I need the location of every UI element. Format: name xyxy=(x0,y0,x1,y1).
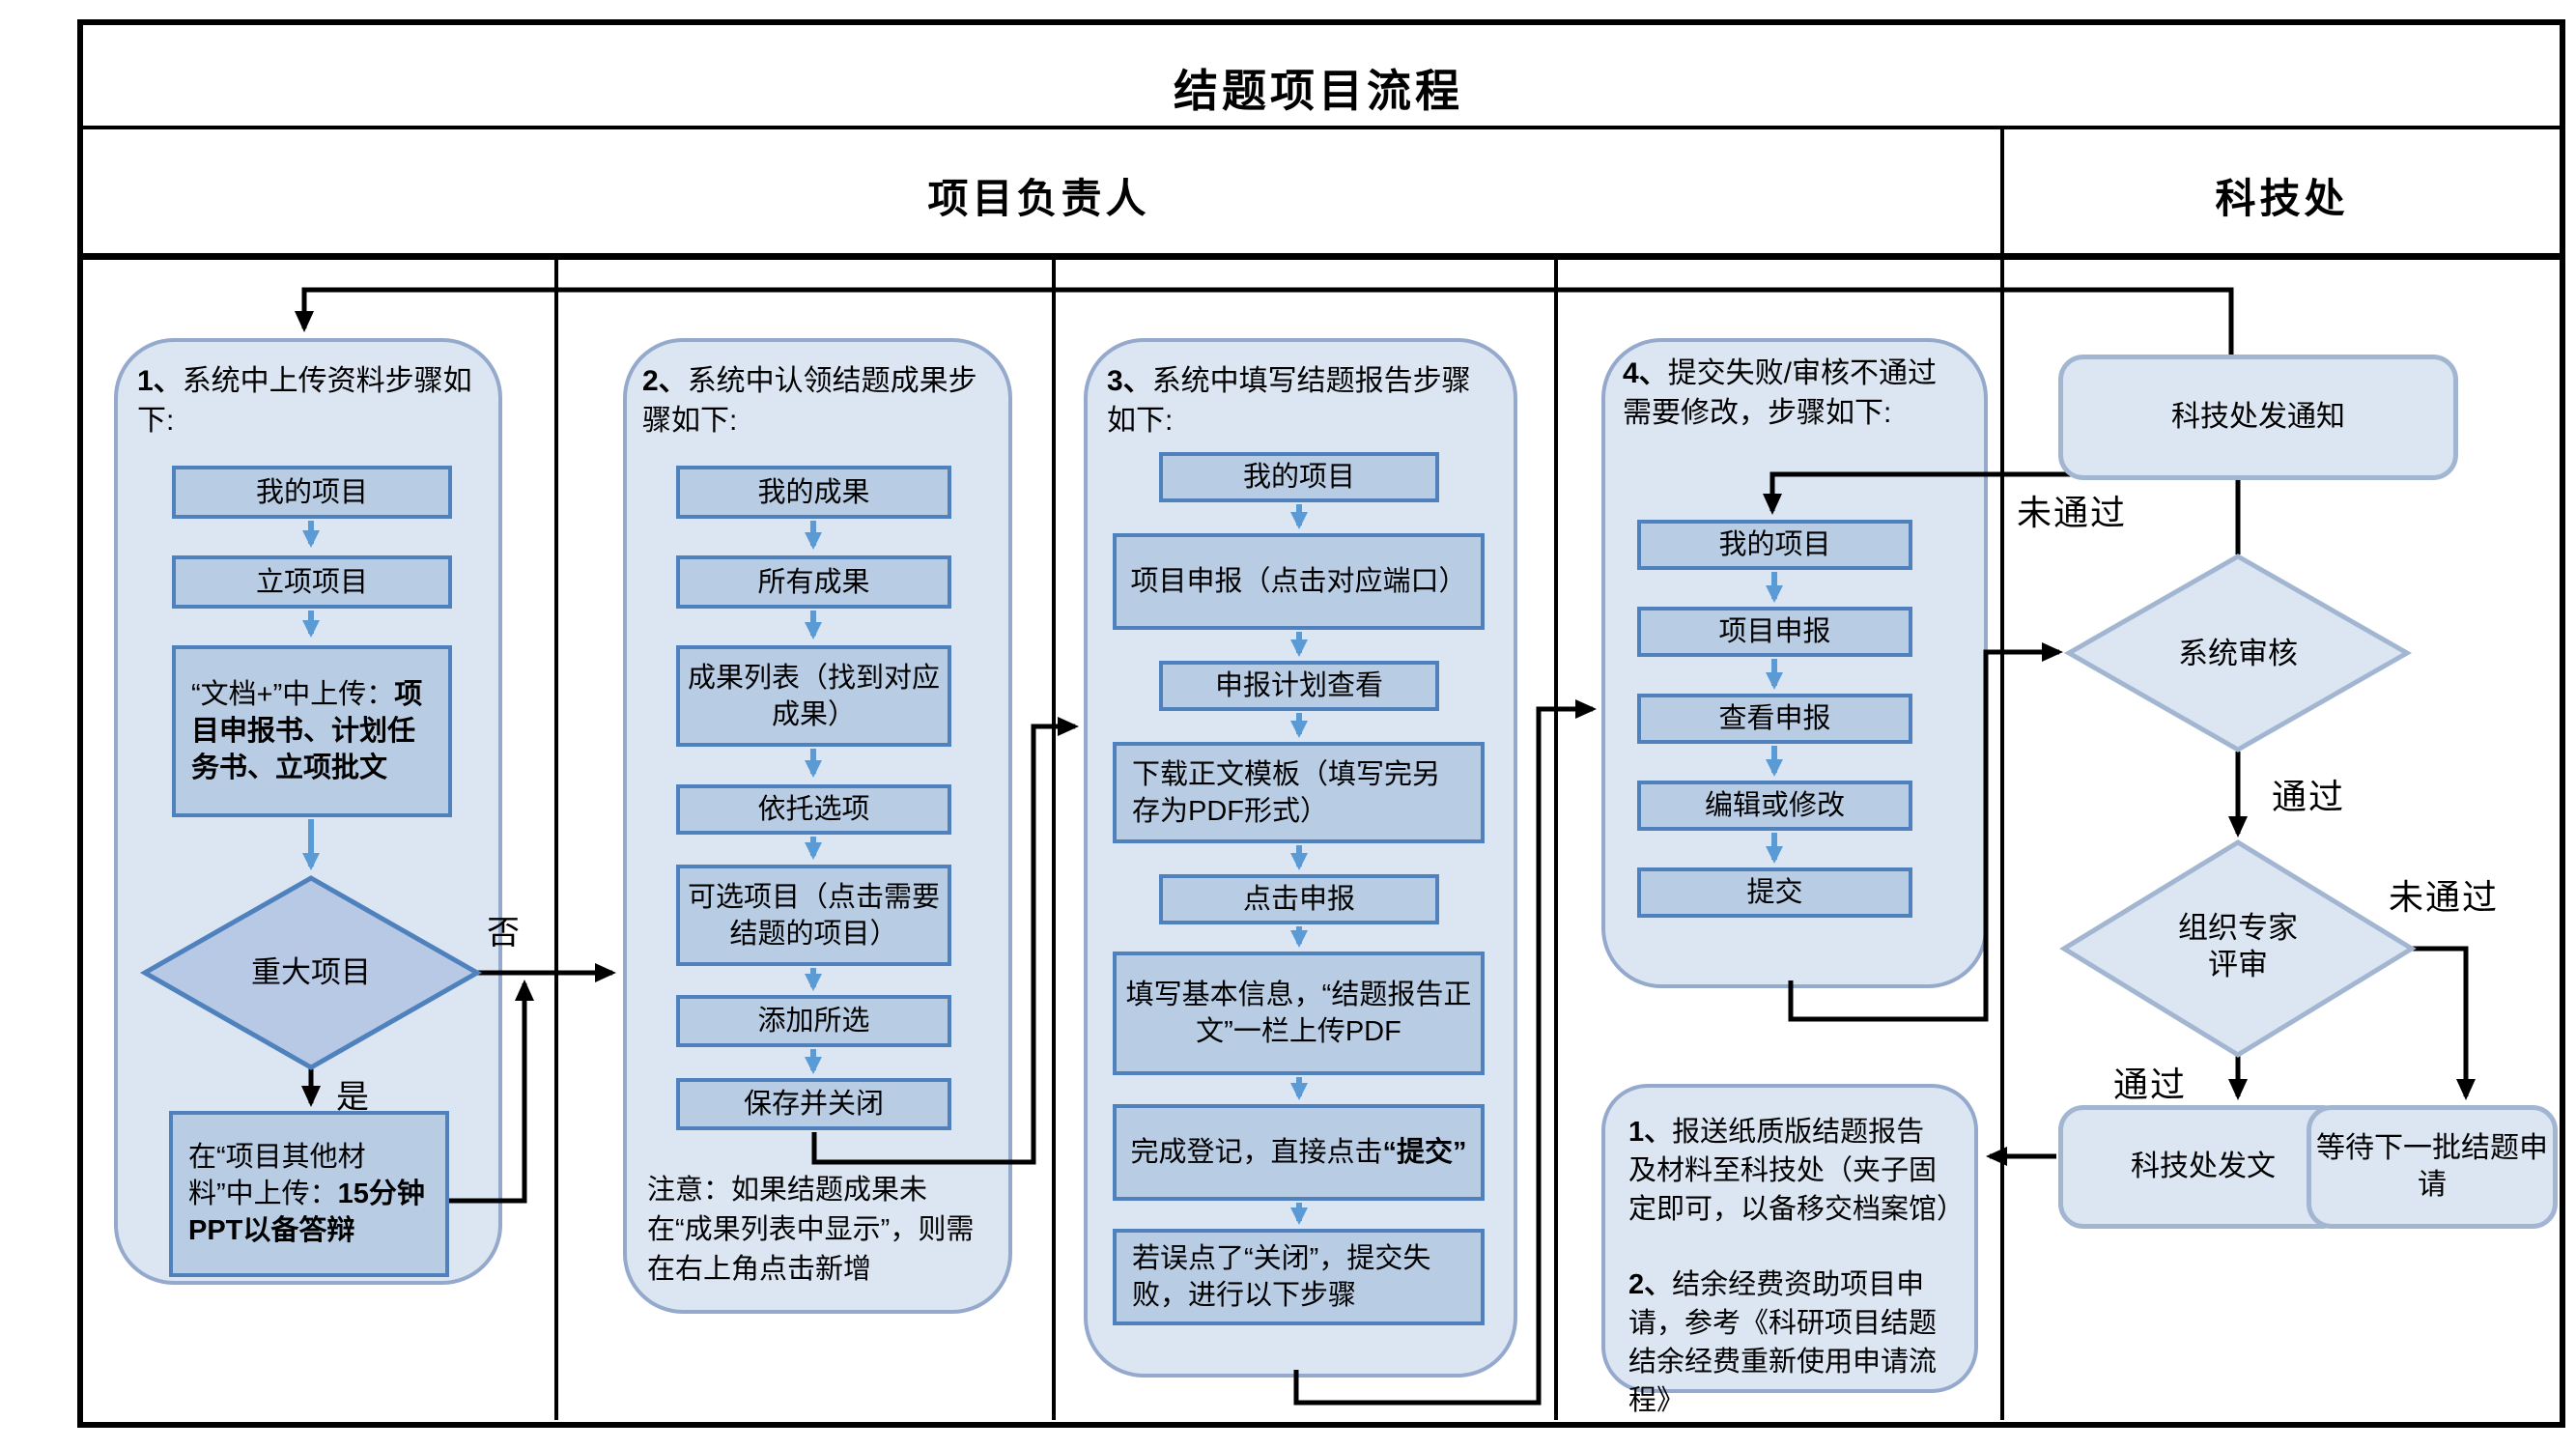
page-title: 结题项目流程 xyxy=(1174,66,1463,116)
connector-sysreview-fail-loop xyxy=(1763,471,2241,554)
step-approved-projects: 立项项目 xyxy=(172,555,452,609)
diamond-system-review-label: 系统审核 xyxy=(2178,637,2298,670)
lane-header-project-leader: 项目负责人 xyxy=(927,176,1150,221)
step-fill-basic-info: 填写基本信息，“结题报告正文”一栏上传PDF xyxy=(1113,952,1485,1075)
column-divider-2 xyxy=(1052,260,1056,1420)
diamond-major-project-label: 重大项目 xyxy=(251,955,371,989)
step-view-declare-plan: 申报计划查看 xyxy=(1159,661,1439,711)
lane-header-sci-tech-office: 科技处 xyxy=(2215,176,2349,221)
lane-divider xyxy=(2000,126,2004,1420)
col4-title: 4、提交失败/审核不通过需要修改，步骤如下: xyxy=(1623,357,1938,429)
table-frame xyxy=(77,19,2565,1428)
step-results-list: 成果列表（找到对应成果） xyxy=(676,645,951,747)
label-pass-mid: 通过 xyxy=(2272,777,2346,816)
header-row-divider xyxy=(77,253,2560,260)
step-all-results: 所有成果 xyxy=(676,555,951,609)
step-download-template: 下载正文模板（填写完另存为PDF形式） xyxy=(1113,742,1485,843)
diamond-system-review xyxy=(2063,554,2413,753)
col2-title: 2、系统中认领结题成果步骤如下: xyxy=(642,365,977,437)
step-my-projects-4: 我的项目 xyxy=(1637,520,1912,570)
wait-next-batch-box: 等待下一批结题申请 xyxy=(2307,1105,2558,1229)
col3-title-number: 3、 xyxy=(1107,365,1152,397)
col1-title: 1、系统中上传资料步骤如下: xyxy=(137,365,472,437)
diamond-expert-review xyxy=(2059,839,2417,1058)
office-notice-box: 科技处发通知 xyxy=(2058,355,2458,480)
step-project-declare: 项目申报 xyxy=(1637,607,1912,657)
label-yes: 是 xyxy=(336,1079,371,1116)
diamond-expert-review-label: 组织专家评审 xyxy=(2178,911,2298,981)
paper-note-item-2: 2、结余经费资助项目申请，参考《科研项目结题结余经费重新使用申请流程》 xyxy=(1628,1269,1938,1416)
col4-title-number: 4、 xyxy=(1623,357,1668,389)
step-save-and-close: 保存并关闭 xyxy=(676,1078,951,1130)
step-my-results: 我的成果 xyxy=(676,466,951,519)
col2-note: 注意：如果结题成果未在“成果列表中显示”，则需在右上角点击新增 xyxy=(647,1175,975,1285)
column-divider-1 xyxy=(554,260,558,1420)
step-upload-documents: “文档+”中上传：项目申报书、计划任务书、立项批文 xyxy=(172,645,452,817)
office-issue-doc-box: 科技处发文 xyxy=(2058,1105,2348,1229)
step-edit-modify: 编辑或修改 xyxy=(1637,781,1912,831)
step-project-declare-port: 项目申报（点击对应端口） xyxy=(1113,533,1485,630)
col1-title-number: 1、 xyxy=(137,365,183,397)
step-complete-submit: 完成登记，直接点击“提交” xyxy=(1113,1104,1485,1201)
step-optional-projects: 可选项目（点击需要结题的项目） xyxy=(676,865,951,966)
step-submit-failed-next: 若误点了“关闭”，提交失败，进行以下步骤 xyxy=(1113,1229,1485,1325)
col2-title-number: 2、 xyxy=(642,365,688,397)
step-click-declare: 点击申报 xyxy=(1159,874,1439,924)
diamond-major-project xyxy=(139,875,483,1070)
connector-pptbox-return xyxy=(449,980,534,1204)
paper-note-item-1: 1、报送纸质版结题报告及材料至科技处（夹子固定即可，以备移交档案馆） xyxy=(1628,1117,1966,1225)
label-fail-right: 未通过 xyxy=(2389,877,2500,917)
step-my-projects-3: 我的项目 xyxy=(1159,452,1439,502)
title-row-divider xyxy=(77,126,2560,129)
col3-title: 3、系统中填写结题报告步骤如下: xyxy=(1107,365,1471,437)
step-submit: 提交 xyxy=(1637,867,1912,918)
connector-notice-to-step1 xyxy=(295,287,2234,355)
step-view-declare: 查看申报 xyxy=(1637,694,1912,744)
step-add-selected: 添加所选 xyxy=(676,995,951,1047)
connector-step2-to-step3 xyxy=(811,717,1079,1165)
connector-expert-fail-to-wait xyxy=(2412,946,2476,1100)
step-upload-ppt: 在“项目其他材料”中上传：15分钟PPT以备答辩 xyxy=(169,1111,449,1277)
step-my-projects-1: 我的项目 xyxy=(172,466,452,519)
connector-step3-to-step4 xyxy=(1293,699,1597,1406)
step-depend-option: 依托选项 xyxy=(676,784,951,835)
label-fail-top: 未通过 xyxy=(2017,493,2128,532)
label-no: 否 xyxy=(487,915,522,952)
column-divider-3 xyxy=(1554,260,1558,1420)
paper-submission-note: 1、报送纸质版结题报告及材料至科技处（夹子固定即可，以备移交档案馆） 2、结余经… xyxy=(1601,1084,1978,1416)
connector-step4-to-sysreview xyxy=(1788,642,2063,1022)
label-pass-bottom: 通过 xyxy=(2113,1065,2188,1104)
